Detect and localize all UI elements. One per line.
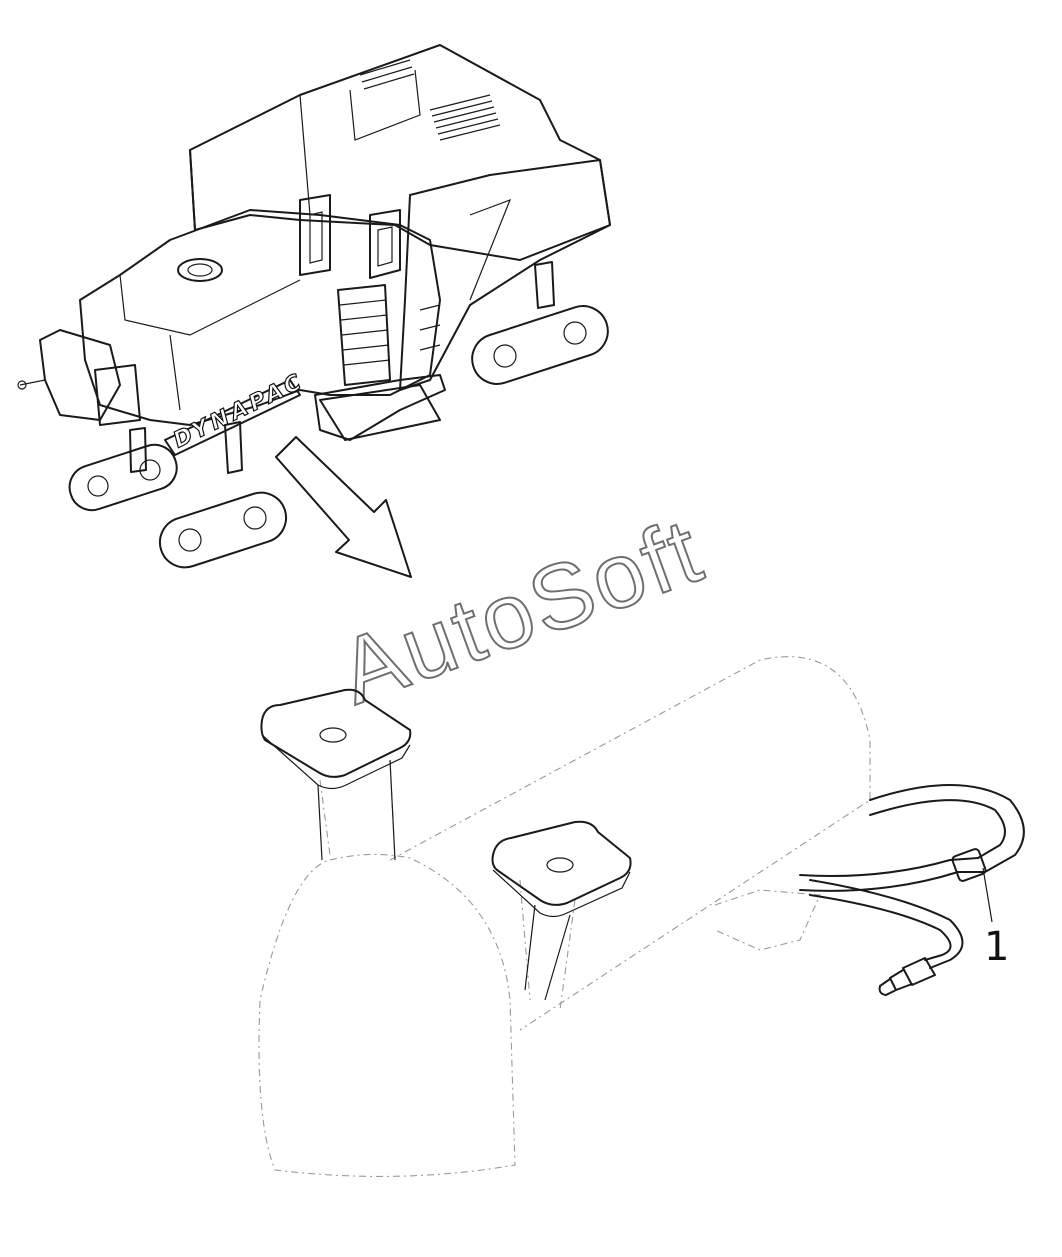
callout-1: 1	[982, 867, 1009, 970]
mounting-pad-rear	[260, 688, 412, 861]
brand-text: DYNAPAC	[170, 368, 309, 453]
callout-1-label: 1	[984, 924, 1009, 970]
crawler-track-front-right	[471, 305, 609, 385]
crawler-track-rear-right	[319, 384, 441, 441]
mounting-pad-front	[491, 820, 632, 1001]
access-ladder	[337, 284, 391, 386]
machine-illustration: DYNAPAC	[17, 44, 611, 569]
watermark-text: AutoSoft	[327, 499, 716, 724]
sensor-cable	[799, 784, 1025, 996]
brand-banner: DYNAPAC	[164, 368, 309, 456]
crawler-track-front-left	[158, 491, 288, 569]
engine-vent	[359, 59, 501, 141]
fuel-cap	[177, 258, 223, 282]
zoom-arrow	[275, 436, 412, 578]
jack-plug	[878, 957, 936, 996]
detail-tank-assembly: 1	[258, 656, 1025, 1177]
crawler-track-rear-left	[68, 443, 178, 512]
